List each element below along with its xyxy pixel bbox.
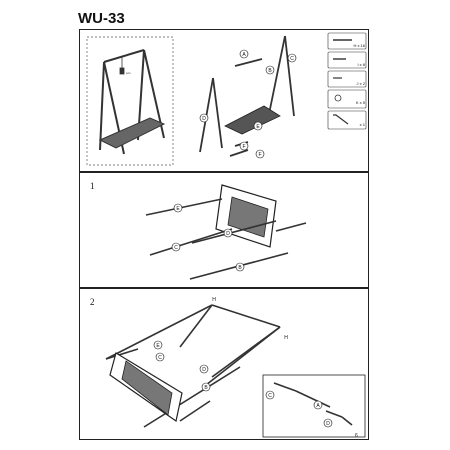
part-b-left xyxy=(212,77,223,149)
label-f1: F xyxy=(242,144,245,150)
assembled-view-box xyxy=(86,36,174,166)
svg-text:K x 5: K x 5 xyxy=(356,100,366,105)
step-2-label-e: E xyxy=(156,343,160,349)
step-2-label-b: B xyxy=(204,385,208,391)
hardware-list: H x 16 I x 8 J x 2 K x 5 x 1 xyxy=(327,32,367,130)
step-2-label-c: C xyxy=(158,355,162,361)
step-1-label-b: B xyxy=(238,265,242,271)
step-1-tube-end xyxy=(275,222,307,232)
svg-text:x 1: x 1 xyxy=(360,122,366,127)
step-1-label-e: E xyxy=(176,206,180,212)
step-2-panel: 2 H H E C D B xyxy=(79,288,369,440)
step-2-detail xyxy=(273,382,353,426)
label-b: B xyxy=(268,68,272,74)
step-1-number: 1 xyxy=(90,181,95,191)
part-a-bar xyxy=(234,58,263,67)
part-b-right xyxy=(268,35,286,115)
svg-text:H x 16: H x 16 xyxy=(353,43,365,48)
detail-label-d: D xyxy=(326,421,330,427)
assembled-rack-shelf xyxy=(98,117,166,149)
cap-icon xyxy=(334,94,342,102)
label-c: C xyxy=(290,56,294,62)
step-1-tube-d xyxy=(191,220,277,244)
step-1-tube-c xyxy=(149,228,233,256)
step-2-drawing: H H E C D B C A D xyxy=(105,297,366,438)
step-2-label-d: D xyxy=(202,367,206,373)
label-e: E xyxy=(256,124,260,130)
step-1-tube-e xyxy=(145,198,223,216)
exploded-shelf xyxy=(224,105,281,135)
part-c-right xyxy=(284,35,295,117)
detail-label-c: C xyxy=(268,393,272,399)
label-d: D xyxy=(202,116,206,122)
step-1-label-d: D xyxy=(226,231,230,237)
page-title: WU-33 xyxy=(78,10,125,27)
label-f2: F xyxy=(258,152,261,158)
overview-drawing: pcs A B C D E F F H x 16 I xyxy=(86,32,367,166)
step-2-shelf-mesh xyxy=(121,360,173,416)
page-number: 6 xyxy=(355,433,358,439)
step-2-label-h2: H xyxy=(284,335,288,341)
part-f2 xyxy=(229,149,249,157)
step-1-drawing: E C D B xyxy=(145,184,307,280)
hanging-tag xyxy=(119,56,125,75)
overview-panel: pcs A B C D E F F H x 16 I xyxy=(79,29,369,172)
label-a: A xyxy=(242,52,246,58)
step-2-frame xyxy=(105,304,281,428)
tag-text: pcs xyxy=(126,71,131,75)
step-2-number: 2 xyxy=(90,297,95,307)
svg-text:J x 2: J x 2 xyxy=(357,81,366,86)
step-1-panel: 1 E C D B xyxy=(79,172,369,288)
step-1-label-c: C xyxy=(174,245,178,251)
allen-key-icon xyxy=(333,114,349,125)
detail-label-a: A xyxy=(316,403,320,409)
step-2-label-h1: H xyxy=(212,297,216,303)
svg-text:I x 8: I x 8 xyxy=(357,62,365,67)
step-1-shelf-mesh xyxy=(227,196,269,238)
